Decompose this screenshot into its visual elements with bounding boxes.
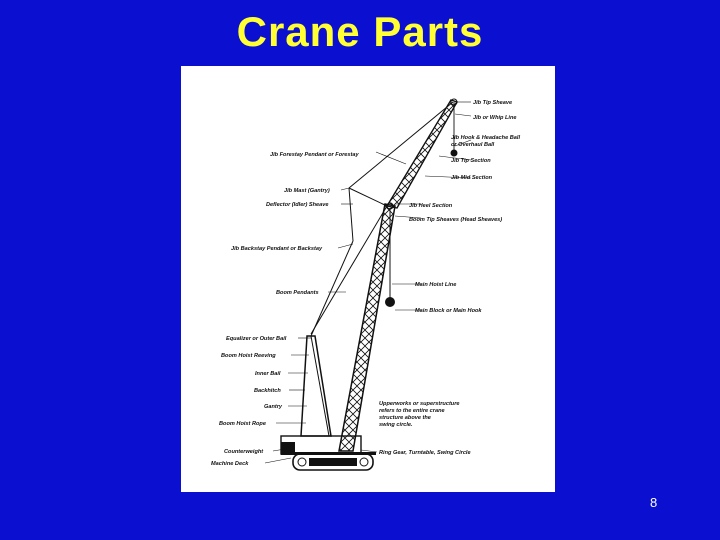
- label-jib-heel-section: Jib Heel Section: [409, 203, 453, 209]
- main-hoist: [385, 202, 395, 307]
- stays-and-pendants: [310, 101, 454, 437]
- label-boom-hoist-reeving: Boom Hoist Reeving: [221, 353, 276, 359]
- note-upperworks-2: refers to the entire crane: [379, 408, 445, 414]
- leader-lines: [264, 101, 472, 464]
- crane-diagram-panel: Jib Tip Sheave Jib or Whip Line Jib Hook…: [181, 66, 555, 492]
- label-jib-hook-1: Jib Hook & Headache Ball: [451, 135, 520, 141]
- label-boom-pendants: Boom Pendants: [276, 290, 319, 296]
- crawler-tracks: [292, 453, 374, 471]
- label-machine-deck: Machine Deck: [211, 461, 249, 467]
- label-ring-gear: Ring Gear, Turntable, Swing Circle: [379, 450, 471, 456]
- note-upperworks-4: swing circle.: [379, 422, 413, 428]
- label-gantry: Gantry: [264, 404, 283, 410]
- label-jib-hook-2: or Overhaul Ball: [451, 142, 495, 148]
- page-number: 8: [650, 495, 658, 510]
- note-upperworks-1: Upperworks or superstructure: [379, 401, 460, 407]
- label-jib-backstay: Jib Backstay Pendant or Backstay: [231, 246, 323, 252]
- label-counterweight: Counterweight: [224, 449, 264, 455]
- label-equalizer: Equalizer or Outer Bail: [226, 336, 287, 342]
- jib: [385, 99, 459, 209]
- label-jib-tip-sheave: Jib Tip Sheave: [473, 100, 512, 106]
- crane-diagram: Jib Tip Sheave Jib or Whip Line Jib Hook…: [211, 98, 520, 471]
- gantry: [300, 335, 332, 437]
- label-jib-whip-line: Jib or Whip Line: [473, 115, 517, 121]
- label-jib-forestay: Jib Forestay Pendant or Forestay: [270, 152, 359, 158]
- label-jib-mid-section: Jib Mid Section: [451, 175, 493, 181]
- label-deflector: Deflector (Idler) Sheave: [266, 202, 329, 208]
- machine-house: [280, 435, 376, 455]
- label-jib-mast: Jib Mast (Gantry): [284, 188, 330, 194]
- label-backhitch: Backhitch: [254, 388, 281, 394]
- label-main-block: Main Block or Main Hook: [415, 308, 482, 314]
- label-main-hoist-line: Main Hoist Line: [415, 282, 456, 288]
- label-boom-tip-sheaves: Boom Tip Sheaves (Head Sheaves): [409, 217, 502, 223]
- label-jib-tip-section: Jib Tip Section: [451, 158, 491, 164]
- slide-title: Crane Parts: [236, 8, 484, 55]
- label-boom-hoist-rope: Boom Hoist Rope: [219, 421, 266, 427]
- note-upperworks-3: structure above the: [379, 415, 431, 421]
- label-inner-bail: Inner Bail: [255, 371, 281, 377]
